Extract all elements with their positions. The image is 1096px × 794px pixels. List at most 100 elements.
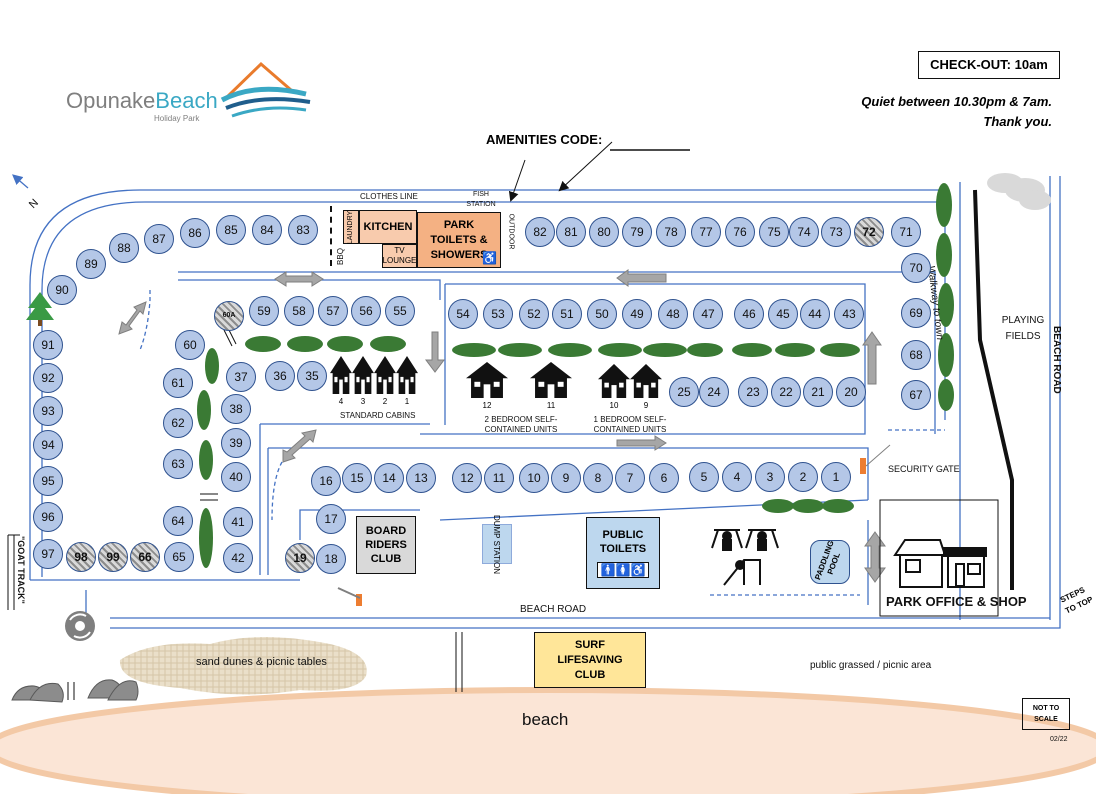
campsite-75[interactable]: 75 [759, 217, 789, 247]
campsite-7[interactable]: 7 [615, 463, 645, 493]
campsite-72[interactable]: 72 [854, 217, 884, 247]
campsite-46[interactable]: 46 [734, 299, 764, 329]
two-bedroom-unit-11[interactable]: 11 [530, 362, 572, 410]
campsite-69[interactable]: 69 [901, 298, 931, 328]
campsite-98[interactable]: 98 [66, 542, 96, 572]
campsite-83[interactable]: 83 [288, 215, 318, 245]
campsite-4[interactable]: 4 [722, 462, 752, 492]
campsite-65[interactable]: 65 [164, 542, 194, 572]
campsite-86[interactable]: 86 [180, 218, 210, 248]
campsite-38[interactable]: 38 [221, 394, 251, 424]
campsite-2[interactable]: 2 [788, 462, 818, 492]
standard-cabin-3[interactable]: 3 [352, 356, 374, 406]
public-toilets[interactable]: PUBLIC TOILETS 🚹🚺♿ [586, 517, 660, 589]
campsite-44[interactable]: 44 [800, 299, 830, 329]
campsite-84[interactable]: 84 [252, 215, 282, 245]
campsite-80[interactable]: 80 [589, 217, 619, 247]
campsite-66[interactable]: 66 [130, 542, 160, 572]
campsite-23[interactable]: 23 [738, 377, 768, 407]
campsite-61[interactable]: 61 [163, 368, 193, 398]
campsite-35[interactable]: 35 [297, 361, 327, 391]
one-bedroom-unit-9[interactable]: 9 [630, 364, 662, 410]
campsite-21[interactable]: 21 [803, 377, 833, 407]
laundry-room[interactable]: LAUNDRY [343, 210, 359, 244]
campsite-17[interactable]: 17 [316, 504, 346, 534]
campsite-5[interactable]: 5 [689, 462, 719, 492]
campsite-99[interactable]: 99 [98, 542, 128, 572]
one-bedroom-unit-10[interactable]: 10 [598, 364, 630, 410]
campsite-97[interactable]: 97 [33, 539, 63, 569]
campsite-37[interactable]: 37 [226, 362, 256, 392]
two-bedroom-unit-12[interactable]: 12 [466, 362, 508, 410]
campsite-1[interactable]: 1 [821, 462, 851, 492]
campsite-45[interactable]: 45 [768, 299, 798, 329]
campsite-59[interactable]: 59 [249, 296, 279, 326]
park-toilets-showers[interactable]: PARK TOILETS & SHOWERS [417, 212, 501, 268]
campsite-78[interactable]: 78 [656, 217, 686, 247]
campsite-50[interactable]: 50 [587, 299, 617, 329]
campsite-11[interactable]: 11 [484, 463, 514, 493]
campsite-77[interactable]: 77 [691, 217, 721, 247]
campsite-58[interactable]: 58 [284, 296, 314, 326]
campsite-25[interactable]: 25 [669, 377, 699, 407]
campsite-85[interactable]: 85 [216, 215, 246, 245]
campsite-42[interactable]: 42 [223, 543, 253, 573]
campsite-67[interactable]: 67 [901, 380, 931, 410]
campsite-19[interactable]: 19 [285, 543, 315, 573]
standard-cabin-4[interactable]: 4 [330, 356, 352, 406]
campsite-91[interactable]: 91 [33, 330, 63, 360]
campsite-10[interactable]: 10 [519, 463, 549, 493]
campsite-48[interactable]: 48 [658, 299, 688, 329]
campsite-52[interactable]: 52 [519, 299, 549, 329]
campsite-71[interactable]: 71 [891, 217, 921, 247]
campsite-68[interactable]: 68 [901, 340, 931, 370]
campsite-90[interactable]: 90 [47, 275, 77, 305]
campsite-96[interactable]: 96 [33, 502, 63, 532]
campsite-8[interactable]: 8 [583, 463, 613, 493]
standard-cabin-1[interactable]: 1 [396, 356, 418, 406]
campsite-14[interactable]: 14 [374, 463, 404, 493]
campsite-3[interactable]: 3 [755, 462, 785, 492]
campsite-95[interactable]: 95 [33, 466, 63, 496]
campsite-76[interactable]: 76 [725, 217, 755, 247]
campsite-79[interactable]: 79 [622, 217, 652, 247]
dump-station[interactable]: DUMP STATION [482, 514, 512, 574]
campsite-64[interactable]: 64 [163, 506, 193, 536]
campsite-43[interactable]: 43 [834, 299, 864, 329]
campsite-55[interactable]: 55 [385, 296, 415, 326]
campsite-41[interactable]: 41 [223, 507, 253, 537]
tv-lounge[interactable]: TV LOUNGE [382, 244, 417, 268]
campsite-22[interactable]: 22 [771, 377, 801, 407]
campsite-15[interactable]: 15 [342, 463, 372, 493]
campsite-73[interactable]: 73 [821, 217, 851, 247]
surf-lifesaving-club[interactable]: SURF LIFESAVING CLUB [534, 632, 646, 688]
campsite-60[interactable]: 60 [175, 330, 205, 360]
standard-cabin-2[interactable]: 2 [374, 356, 396, 406]
campsite-94[interactable]: 94 [33, 430, 63, 460]
campsite-92[interactable]: 92 [33, 363, 63, 393]
campsite-89[interactable]: 89 [76, 249, 106, 279]
campsite-13[interactable]: 13 [406, 463, 436, 493]
paddling-pool[interactable]: PADDLING POOL [810, 539, 850, 584]
campsite-60A[interactable]: 60A [214, 301, 244, 331]
campsite-39[interactable]: 39 [221, 428, 251, 458]
campsite-24[interactable]: 24 [699, 377, 729, 407]
campsite-53[interactable]: 53 [483, 299, 513, 329]
campsite-6[interactable]: 6 [649, 463, 679, 493]
campsite-20[interactable]: 20 [836, 377, 866, 407]
campsite-40[interactable]: 40 [221, 462, 251, 492]
campsite-9[interactable]: 9 [551, 463, 581, 493]
campsite-81[interactable]: 81 [556, 217, 586, 247]
campsite-63[interactable]: 63 [163, 449, 193, 479]
campsite-82[interactable]: 82 [525, 217, 555, 247]
campsite-47[interactable]: 47 [693, 299, 723, 329]
campsite-56[interactable]: 56 [351, 296, 381, 326]
campsite-18[interactable]: 18 [316, 544, 346, 574]
campsite-93[interactable]: 93 [33, 396, 63, 426]
campsite-51[interactable]: 51 [552, 299, 582, 329]
campsite-57[interactable]: 57 [318, 296, 348, 326]
campsite-70[interactable]: 70 [901, 253, 931, 283]
kitchen[interactable]: KITCHEN [359, 210, 417, 244]
campsite-49[interactable]: 49 [622, 299, 652, 329]
campsite-54[interactable]: 54 [448, 299, 478, 329]
